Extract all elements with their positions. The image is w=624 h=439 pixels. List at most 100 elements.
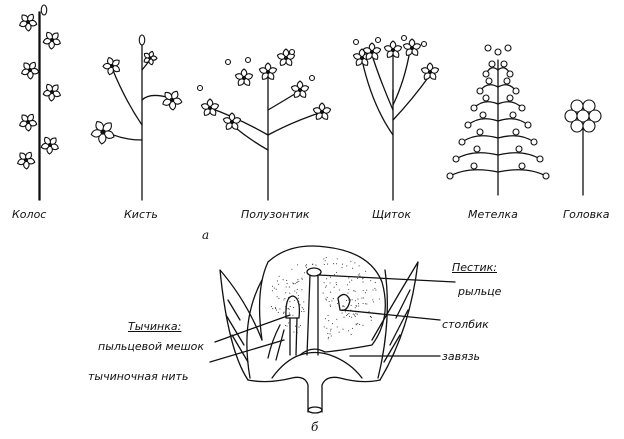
stipple-dot [322,292,324,294]
stipple-dot [364,292,366,294]
stipple-dot [328,336,330,338]
stipple-dot [342,328,344,330]
stipple-dot [366,303,368,305]
stipple-dot [341,312,343,314]
stipple-dot [343,306,345,308]
stipple-dot [291,268,293,270]
panel-a-marker: а [202,228,210,242]
stipple-dot [298,301,300,303]
stipple-dot [324,318,326,320]
panicle-flower [494,48,502,56]
stipple-dot [347,292,349,294]
stipple-dot [305,266,307,268]
stipple-dot [331,323,334,325]
small-flower [40,136,59,155]
stamen-heading: Тычинка: [128,320,182,333]
stipple-dot [272,308,274,310]
panicle-flower [476,87,484,95]
stipple-dot [347,314,349,316]
stipple-dot [278,297,280,300]
stipple-dot [345,299,347,302]
stipple-dot [350,260,352,262]
stipple-dot [285,292,287,294]
stipple-dot [350,334,352,336]
stipple-dot [359,323,361,326]
stipple-dot [342,305,344,307]
stipple-dot [330,335,332,337]
panicle-flower [446,172,454,180]
kolos-drawing [17,4,61,201]
stipple-dot [329,333,331,335]
stipple-dot [293,307,295,309]
stipple-dot [355,323,357,325]
stipple-dot [283,299,285,301]
stipple-dot [366,289,368,291]
stipple-dot [279,308,281,310]
stipple-dot [271,285,274,287]
stipple-dot [372,299,374,301]
small-flower [143,50,158,66]
stipple-dot [296,292,298,294]
stipple-dot [365,303,367,305]
stipple-dot [275,288,277,290]
stipple-dot [333,286,335,288]
small-flower [19,13,38,32]
stipple-dot [325,286,327,288]
flower-bud-dot [244,56,252,64]
panicle-flower [506,94,514,102]
stipple-dot [286,283,288,285]
stipple-dot [336,258,338,260]
stipple-dot [370,316,372,318]
stipple-dot [357,323,359,325]
stipple-dot [303,311,305,313]
stipple-dot [378,298,380,300]
stipple-dot [288,308,290,310]
stipple-dot [294,283,296,285]
flower-bud-dot [420,40,428,48]
panicle-branch [497,101,523,109]
stipple-dot [348,277,350,279]
stipple-dot [303,301,305,303]
stipple-dot [333,263,335,265]
stipple-dot [338,289,340,291]
stipple-dot [374,287,376,289]
small-flower [200,98,220,116]
stipple-dot [298,326,300,328]
stipple-dot [329,330,332,332]
stipple-dot [358,265,360,267]
stipple-dot [354,290,356,292]
panicle-flower [464,121,472,129]
stipple-dot [328,300,330,303]
small-flower [234,68,254,86]
small-flower [290,80,310,98]
head-floret [582,119,596,133]
stipple-dot [357,274,359,276]
stipple-dot [297,299,299,301]
panel-b-marker: б [311,420,319,434]
stipple-dot [284,324,287,327]
stipple-dot [305,264,308,266]
stipple-dot [329,304,331,306]
flower-bud-dot [308,74,316,82]
panicle-flower [518,104,526,112]
stipple-dot [348,330,350,332]
panicle-flower [479,111,487,119]
stipple-dot [294,325,297,327]
head-floret [582,99,596,113]
small-flower [42,31,61,50]
stipple-dot [282,279,284,281]
stipple-dot [283,311,285,313]
stipple-dot [346,265,348,267]
stipple-dot [276,296,278,298]
stipple-dot [315,264,317,266]
stipple-dot [286,308,288,310]
small-flower [276,48,296,66]
stipple-dot [327,338,329,340]
stipple-dot [349,281,351,283]
stipple-dot [327,333,329,335]
leader-lines [209,274,456,363]
panicle-branch [497,152,541,160]
stipple-dot [296,282,298,284]
stipple-dot [336,284,338,286]
panicle-flower [473,145,481,153]
